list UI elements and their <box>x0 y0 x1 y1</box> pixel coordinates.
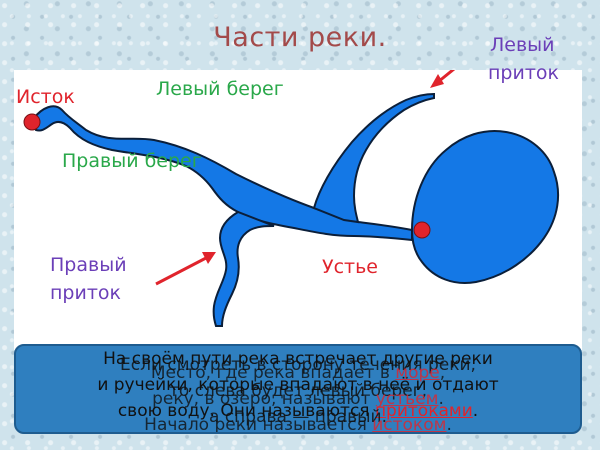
caption-line: Если смотреть в сторону течения реки, <box>120 355 476 375</box>
left-tributary-stream <box>312 92 435 224</box>
caption-term-mouth: устьем <box>375 389 439 409</box>
right-tributary-label-line2: приток <box>50 282 121 304</box>
caption-layer-mouth: Место, где река впадает в море, реку, в … <box>24 360 572 434</box>
left-tributary-label-line1: Левый <box>490 34 555 56</box>
caption-layer-tributaries: На своём пути река встречает другие реки… <box>24 346 572 424</box>
left-bank-label: Левый берег <box>156 78 284 100</box>
caption-line: На своём пути река встречает другие реки <box>103 349 493 369</box>
caption-text: реку, в озеро, называют <box>152 389 371 409</box>
left-tributary-arrow <box>430 70 456 88</box>
lake <box>410 130 560 284</box>
caption-text: Начало реки называется <box>144 415 367 434</box>
caption-line: и ручейки, которые впадают в неё и отдаю… <box>97 375 499 395</box>
right-tributary-stream <box>212 210 275 327</box>
right-tributary-arrow <box>155 252 216 286</box>
source-label: Исток <box>16 86 75 108</box>
caption-line: реку, в озеро, называют устьем. <box>152 389 444 409</box>
river-diagram <box>23 70 560 327</box>
mouth-label: Устье <box>322 256 378 278</box>
caption-text: Место, где река впадает в <box>150 363 390 383</box>
caption-line: Начало реки называется истоком. <box>144 415 452 434</box>
source-marker <box>23 113 41 131</box>
page-title: Части реки. <box>213 22 387 53</box>
caption-line: Место, где река впадает в море, <box>150 363 446 383</box>
caption-term-source: истоком <box>372 415 447 434</box>
caption-line: свою воду. Они называются притоками. <box>117 401 479 421</box>
mouth-marker <box>413 221 431 239</box>
right-bank-label: Правый берег <box>62 150 202 172</box>
caption-term-sea: море <box>395 363 440 383</box>
left-tributary-label-line2: приток <box>488 62 559 84</box>
caption-text: свою воду. Они называются <box>117 401 370 421</box>
caption-layer-banks: Если смотреть в сторону течения реки, то… <box>24 352 572 430</box>
caption-line: а справа — правый. <box>209 407 387 427</box>
caption-line: то слева будет левый берег, <box>168 381 428 401</box>
river-channel <box>32 105 413 242</box>
caption-box: На своём пути река встречает другие реки… <box>14 344 582 434</box>
right-tributary-label-line1: Правый <box>50 254 127 276</box>
caption-term-tributaries: притоками <box>374 401 473 421</box>
